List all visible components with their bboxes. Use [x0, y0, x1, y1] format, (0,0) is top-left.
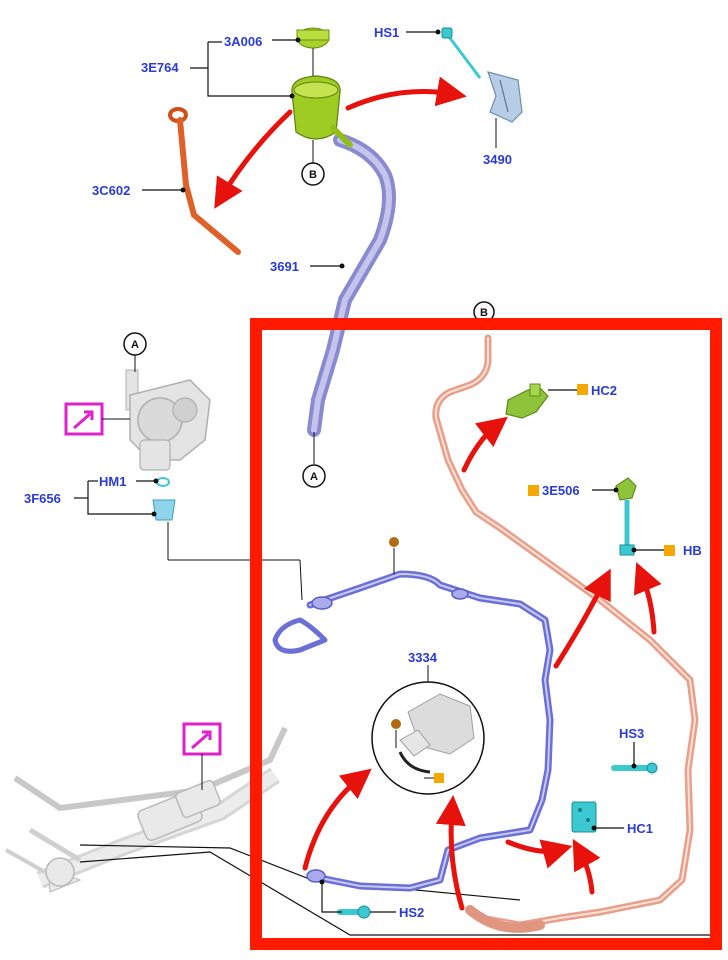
return-hose — [432, 334, 699, 933]
3e506-connector-square — [528, 485, 539, 496]
pressure-hose — [272, 570, 554, 892]
hb-connector-square — [664, 545, 675, 556]
bracket-3490 — [487, 71, 523, 148]
label-hb: HB — [683, 543, 702, 558]
label-3a006: 3A006 — [224, 34, 262, 49]
connector-a-pump: A — [123, 332, 147, 372]
attention-icon — [64, 402, 130, 436]
leader-line-gear-lower — [79, 851, 720, 936]
bracket-3e506 — [615, 477, 637, 556]
steering-gear — [5, 726, 288, 893]
detail-view-3334 — [371, 681, 485, 795]
clip-hs3 — [611, 762, 658, 774]
label-hs2: HS2 — [399, 905, 424, 920]
label-hs3: HS3 — [619, 726, 644, 741]
label-3490: 3490 — [483, 152, 512, 167]
connector-b-reservoir: B — [301, 162, 325, 186]
label-3e506: 3E506 — [542, 483, 580, 498]
connector-b-hose: B — [473, 301, 495, 323]
label-3f656: 3F656 — [24, 491, 61, 506]
label-3334: 3334 — [408, 650, 438, 665]
label-3c602: 3C602 — [92, 183, 130, 198]
attention-icon-gear — [182, 722, 222, 790]
clip-3f656 — [152, 477, 303, 601]
bracket-hc2 — [505, 383, 549, 419]
label-hc1: HC1 — [627, 821, 653, 836]
clip-hs1 — [441, 27, 482, 79]
power-steering-pump — [125, 369, 211, 471]
label-3e764: 3E764 — [141, 60, 179, 75]
label-hm1: HM1 — [99, 474, 126, 489]
svg-text:A: A — [131, 339, 139, 351]
clip-hc1 — [571, 801, 597, 833]
connector-a-hose: A — [302, 432, 326, 488]
label-hs1: HS1 — [374, 25, 399, 40]
fluid-reservoir — [291, 27, 353, 163]
connector-dot — [389, 537, 399, 547]
clip-hs2 — [337, 905, 371, 919]
label-3691: 3691 — [270, 259, 299, 274]
label-hc2: HC2 — [591, 383, 617, 398]
svg-text:B: B — [480, 307, 488, 319]
red-arrows — [214, 76, 662, 911]
dipstick-3c602 — [168, 107, 241, 255]
svg-text:B: B — [309, 169, 317, 181]
hc2-connector-square — [577, 384, 588, 395]
svg-text:A: A — [310, 471, 318, 483]
highlight-frame — [250, 318, 722, 950]
